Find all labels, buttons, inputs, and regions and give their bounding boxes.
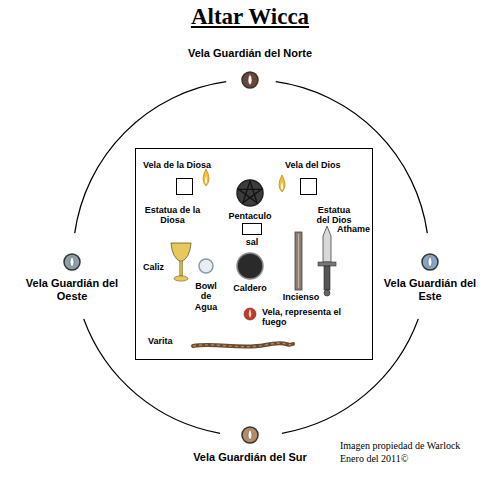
item-label: Caliz bbox=[143, 262, 173, 272]
flame-core bbox=[205, 176, 207, 184]
item-label: Athame bbox=[337, 224, 377, 234]
athame-pommel bbox=[324, 290, 330, 296]
circle-outline bbox=[64, 254, 80, 270]
goddess-candle-flame bbox=[203, 169, 209, 186]
south-guardian-candle: Vela Guardián del Sur bbox=[241, 426, 259, 444]
wand-twist bbox=[193, 343, 293, 347]
circle-arc bbox=[282, 319, 418, 433]
statue-box: Estatua de la Diosa bbox=[176, 178, 193, 195]
circle-arc bbox=[276, 82, 428, 234]
node-outline bbox=[236, 252, 264, 280]
node-outline bbox=[241, 426, 259, 444]
item-label: Vela, representa el fuego bbox=[262, 307, 358, 328]
chalice-base bbox=[174, 276, 188, 281]
flame-core bbox=[281, 182, 283, 190]
fire-candle bbox=[244, 308, 256, 320]
west-guardian-candle: Vela Guardián del Oeste bbox=[63, 253, 81, 271]
candle-flame bbox=[249, 309, 252, 318]
candle-flame bbox=[428, 256, 432, 267]
god-candle-flame bbox=[279, 175, 285, 192]
node-outline bbox=[241, 71, 259, 89]
item-label: Vela Guardián del Sur bbox=[130, 451, 370, 464]
athame-dagger bbox=[318, 226, 336, 296]
north-guardian-candle: Vela Guardián del Norte bbox=[241, 71, 259, 89]
wand bbox=[193, 343, 293, 347]
item-label: Estatua de la Diosa bbox=[140, 205, 205, 226]
athame-handle bbox=[324, 266, 330, 290]
node-outline bbox=[421, 253, 439, 271]
diagram-title: Altar Wicca bbox=[0, 4, 500, 30]
item-label: Vela Guardián del Oeste bbox=[24, 277, 120, 302]
item-label: Vela del Dios bbox=[285, 160, 357, 170]
incense-stick bbox=[295, 232, 302, 290]
node-outline bbox=[236, 179, 264, 207]
candle-flame bbox=[248, 429, 252, 440]
circle-outline bbox=[237, 253, 263, 279]
item-label: Vela Guardián del Este bbox=[382, 277, 478, 302]
node-outline bbox=[63, 253, 81, 271]
athame-blade bbox=[323, 226, 331, 262]
statue-box: Estatua del Dios bbox=[300, 178, 317, 195]
pentagram-star bbox=[239, 181, 262, 203]
node-outline bbox=[198, 258, 214, 274]
circle-arc bbox=[84, 319, 220, 433]
circle-outline bbox=[237, 180, 263, 206]
circle-arc bbox=[75, 82, 227, 234]
salt-dish: sal bbox=[242, 223, 262, 235]
pentacle-disc: Pentaculo bbox=[236, 179, 264, 207]
circle-outline bbox=[242, 427, 258, 443]
item-label: Pentaculo bbox=[220, 211, 280, 221]
cauldron: Caldero bbox=[236, 252, 264, 280]
wand-body bbox=[193, 343, 293, 347]
chalice-stem bbox=[180, 261, 183, 276]
athame-guard bbox=[318, 262, 336, 266]
incense-body bbox=[295, 232, 302, 290]
circle-outline bbox=[422, 254, 438, 270]
circle-outline bbox=[199, 259, 213, 273]
candle-flame bbox=[70, 256, 74, 267]
chalice-cup bbox=[171, 243, 191, 262]
item-label: Incienso bbox=[276, 292, 326, 302]
item-label: Varita bbox=[148, 336, 188, 346]
item-label: Bowl de Agua bbox=[190, 281, 222, 312]
incense-shine bbox=[298, 234, 299, 288]
item-label: Caldero bbox=[222, 283, 278, 293]
chalice bbox=[171, 243, 191, 281]
circle-outline bbox=[242, 72, 258, 88]
east-guardian-candle: Vela Guardián del Este bbox=[421, 253, 439, 271]
item-label: Estatua del Dios bbox=[312, 205, 356, 226]
water-bowl: Bowl de Agua bbox=[198, 258, 214, 274]
item-label: Vela Guardián del Norte bbox=[130, 47, 370, 60]
candle-flame bbox=[248, 74, 252, 85]
altar-table: Vela de la Diosa Vela del DiosCalizIncien… bbox=[135, 148, 373, 360]
credit-note: Imagen propiedad de Warlock Enero del 20… bbox=[340, 440, 474, 465]
item-label: sal bbox=[236, 237, 268, 247]
item-label: Vela de la Diosa bbox=[143, 160, 223, 170]
